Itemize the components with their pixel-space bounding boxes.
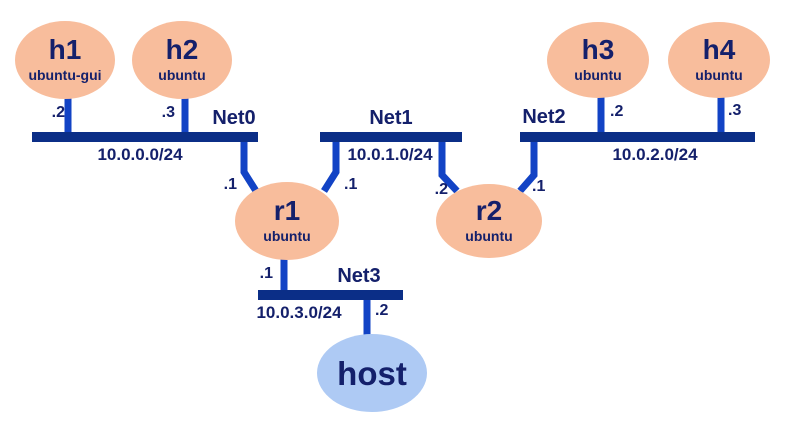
iface-host-net3: .2 (375, 302, 389, 319)
node-h1: h1 ubuntu-gui (15, 21, 115, 99)
node-r2: r2 ubuntu (436, 184, 542, 258)
node-h1-os: ubuntu-gui (28, 67, 102, 84)
node-h3-os: ubuntu (574, 67, 622, 84)
net3-name-label: Net3 (337, 265, 381, 287)
iface-h4-net2: .3 (728, 102, 742, 119)
net0-name-label: Net0 (212, 107, 256, 129)
link-net1-r2 (438, 136, 460, 194)
iface-r1-net1: .1 (344, 176, 358, 193)
bus-net3 (258, 290, 403, 300)
iface-h3-net2: .2 (610, 103, 624, 120)
link-net0-r1 (240, 136, 259, 193)
iface-r1-net0: .1 (223, 176, 237, 193)
node-h4: h4 ubuntu (668, 22, 770, 98)
bus-net1 (320, 132, 462, 142)
net2-subnet-label: 10.0.2.0/24 (612, 145, 698, 164)
iface-r1-net3: .1 (259, 265, 273, 282)
node-r1-os: ubuntu (263, 228, 311, 245)
net2-name-label: Net2 (522, 106, 566, 128)
net0-subnet-label: 10.0.0.0/24 (97, 145, 183, 164)
iface-h1-net0: .2 (51, 104, 65, 121)
bus-net0 (32, 132, 258, 142)
node-h4-os: ubuntu (695, 67, 743, 84)
node-r2-os: ubuntu (465, 228, 513, 245)
node-h4-label: h4 (702, 34, 736, 66)
iface-h2-net0: .3 (161, 104, 175, 121)
node-host: host (317, 334, 427, 412)
iface-r2-net2: .1 (532, 178, 546, 195)
node-h3: h3 ubuntu (547, 22, 649, 98)
iface-r2-net1: .2 (434, 181, 448, 198)
net1-subnet-label: 10.0.1.0/24 (347, 145, 433, 164)
node-r1-label: r1 (273, 195, 301, 227)
link-net1-r1 (321, 136, 340, 193)
node-h2-os: ubuntu (158, 67, 206, 84)
node-h2: h2 ubuntu (132, 21, 232, 99)
bus-net2 (520, 132, 755, 142)
node-r1: r1 ubuntu (235, 182, 339, 260)
node-host-label: host (337, 354, 407, 392)
node-h3-label: h3 (581, 34, 615, 66)
node-h1-label: h1 (48, 34, 82, 66)
net3-subnet-label: 10.0.3.0/24 (256, 303, 342, 322)
node-h2-label: h2 (165, 34, 199, 66)
link-net2-r2 (517, 136, 538, 194)
net1-name-label: Net1 (369, 107, 413, 129)
node-r2-label: r2 (475, 195, 503, 227)
